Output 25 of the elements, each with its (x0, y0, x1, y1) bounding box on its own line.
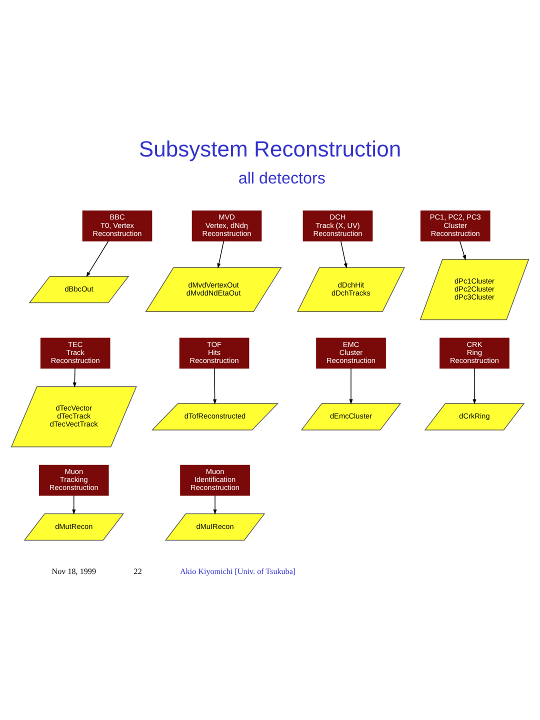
arrow (472, 367, 476, 404)
node-box: TEC Track Reconstruction (40, 337, 110, 368)
diagram-title: Subsystem Reconstruction (138, 136, 402, 162)
label: Nov 18, 1999 (52, 566, 96, 576)
arrow (340, 240, 348, 268)
arrow (213, 367, 217, 404)
arrow (459, 240, 466, 260)
label: 22 (134, 566, 142, 576)
arrow (213, 494, 217, 514)
arrow (86, 240, 109, 277)
node-box: TOF Hits Reconstruction (179, 337, 250, 368)
node-box: PC1, PC2, PC3 Cluster Reconstruction (420, 210, 490, 241)
label: Akio Kiyomichi [Univ. of Tsukuba] (180, 566, 296, 576)
node-box: Muon Tracking Reconstruction (38, 464, 109, 496)
arrow (72, 494, 76, 514)
node-box: MVD Vertex, dNdη Reconstruction (192, 210, 262, 241)
label: all detectors (238, 168, 326, 187)
node-box: CRK Ring Reconstruction (440, 337, 510, 368)
node-box: Muon Identification Reconstruction (180, 464, 250, 496)
arrow (217, 240, 224, 268)
node-box: BBC T0, Vertex Reconstruction (82, 210, 152, 241)
arrow (72, 367, 76, 388)
node-box: DCH Track (X, UV) Reconstruction (302, 210, 373, 241)
arrow (349, 367, 353, 404)
node-box: EMC Cluster Reconstruction (316, 337, 386, 368)
